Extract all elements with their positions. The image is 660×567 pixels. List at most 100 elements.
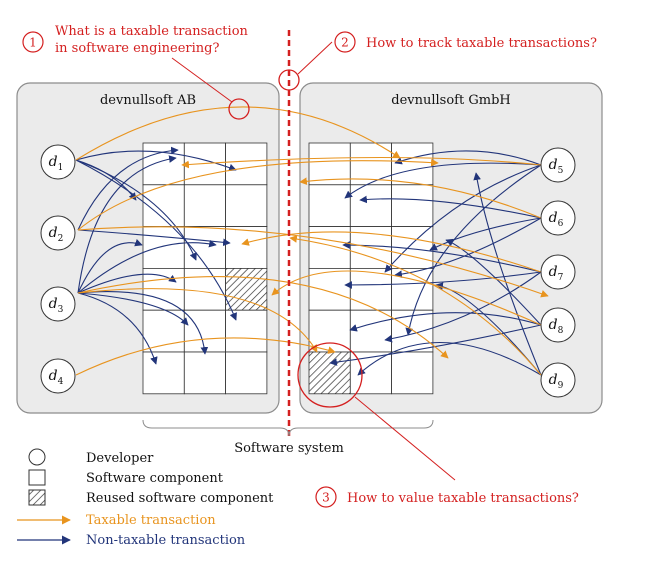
legend-developer-icon [28, 448, 46, 466]
developer-label: d8 [549, 317, 564, 336]
developer-d6: d6 [540, 200, 576, 236]
component-right-0-2 [391, 142, 434, 186]
question-2-number-circle [334, 31, 356, 53]
nontaxable-transaction-arrow-2 [75, 159, 197, 261]
taxable-transaction-arrow-34 [181, 156, 542, 169]
nontaxable-transaction-arrow-4 [77, 146, 179, 231]
legend-developer-label: Developer [86, 451, 154, 466]
developer-d4: d4 [40, 358, 76, 394]
nontaxable-transaction-arrow-22 [384, 271, 542, 343]
question-1: 1 What is a taxable transaction in softw… [22, 24, 249, 56]
component-left-1-0 [142, 184, 185, 228]
nontaxable-transaction-arrow-14 [384, 164, 542, 273]
component-left-4-2 [225, 309, 268, 353]
component-right-1-0 [308, 184, 351, 228]
nontaxable-transaction-arrow-19 [429, 217, 542, 251]
component-left-5-0 [142, 351, 185, 395]
developer-d3: d3 [40, 286, 76, 322]
question-3-number-circle [315, 486, 337, 508]
taxable-transaction-arrow-38 [289, 235, 542, 376]
taxable-transaction-arrow-33 [75, 337, 336, 376]
developer-label: d5 [549, 157, 564, 176]
developer-node [540, 362, 576, 398]
developer-d1: d1 [40, 144, 76, 180]
question-3-leader [354, 396, 456, 481]
taxable-transaction-arrow-37 [271, 270, 542, 326]
component-left-5-1 [183, 351, 227, 395]
component-left-4-1 [183, 309, 227, 353]
developer-node [40, 215, 76, 251]
component-right-1-2 [391, 184, 434, 228]
nontaxable-transaction-arrow-7 [77, 239, 143, 294]
component-right-3-0 [308, 267, 351, 311]
developer-label: d1 [49, 154, 64, 173]
legend-taxable-label: Taxable transaction [86, 513, 216, 528]
developer-label: d2 [49, 225, 64, 244]
component-left-3-1 [183, 267, 227, 311]
developer-d7: d7 [540, 254, 576, 290]
software-system-label: Software system [234, 441, 344, 456]
developer-label: d9 [549, 372, 564, 391]
question-3: 3 How to value taxable transactions? [315, 486, 579, 508]
legend-component-label: Software component [86, 471, 224, 486]
component-left-2-0 [142, 226, 185, 269]
taxable-transaction-arrow-32 [77, 288, 318, 353]
nontaxable-transaction-arrow-6 [77, 155, 177, 294]
nontaxable-transaction-arrow-20 [342, 241, 542, 273]
question-1-marker-circle [228, 98, 250, 120]
component-right-3-1 [349, 267, 392, 311]
question-1-text-line1: What is a taxable transaction [55, 24, 249, 39]
developer-label: d6 [549, 210, 564, 229]
component-left-1-2 [225, 184, 268, 228]
taxable-transaction-arrow-39 [77, 276, 449, 359]
component-left-5-2 [225, 351, 268, 395]
reused-component-left-3-2 [225, 267, 268, 311]
taxable-transaction-arrow-36 [241, 231, 542, 273]
question-3-marker-circle [297, 342, 363, 408]
developer-node [540, 307, 576, 343]
nontaxable-transaction-arrow-11 [77, 291, 209, 355]
component-left-0-2 [225, 142, 268, 186]
developer-node [540, 147, 576, 183]
component-right-5-1 [349, 351, 392, 395]
reused-component-right-5-0 [308, 351, 351, 395]
developer-label: d3 [49, 296, 64, 315]
developer-label: d7 [549, 264, 564, 283]
question-2-text: How to track taxable transactions? [366, 36, 597, 51]
nontaxable-transaction-arrow-13 [344, 162, 542, 199]
question-2-leader [297, 41, 333, 75]
component-left-2-2 [225, 226, 268, 269]
question-annotations: 1 What is a taxable transaction in softw… [22, 24, 597, 508]
developer-node [540, 200, 576, 236]
developer-d5: d5 [540, 147, 576, 183]
taxable-transaction-arrow-29 [75, 106, 401, 161]
developer-node [40, 144, 76, 180]
question-1-number: 1 [29, 36, 37, 50]
question-2-number: 2 [341, 36, 349, 50]
developer-node [40, 358, 76, 394]
component-right-4-1 [349, 309, 392, 353]
developer-node [40, 286, 76, 322]
nontaxable-transaction-arrow-10 [77, 292, 158, 365]
legend: Developer Software component Reused soft… [17, 448, 274, 548]
component-right-1-1 [349, 184, 392, 228]
component-left-0-0 [142, 142, 185, 186]
company-name-right: devnullsoft GmbH [391, 93, 510, 108]
question-3-text: How to value taxable transactions? [347, 491, 579, 506]
question-1-number-circle [22, 31, 44, 53]
component-right-5-2 [391, 351, 434, 395]
legend-reused-component-label: Reused software component [86, 491, 274, 506]
taxable-transaction-arrow-35 [299, 177, 542, 219]
nontaxable-transaction-arrow-27 [357, 342, 542, 376]
transaction-arrows [75, 106, 549, 376]
taxable-transaction-arrow-31 [77, 226, 549, 298]
legend-component-icon [28, 469, 46, 486]
developer-d8: d8 [540, 307, 576, 343]
nontaxable-transaction-arrow-21 [344, 271, 542, 289]
question-2: 2 How to track taxable transactions? [334, 31, 597, 53]
company-name-left: devnullsoft AB [100, 93, 196, 108]
nontaxable-transaction-arrow-0 [75, 150, 237, 172]
nontaxable-transaction-arrow-28 [473, 172, 542, 376]
question-1-leader [171, 57, 233, 103]
